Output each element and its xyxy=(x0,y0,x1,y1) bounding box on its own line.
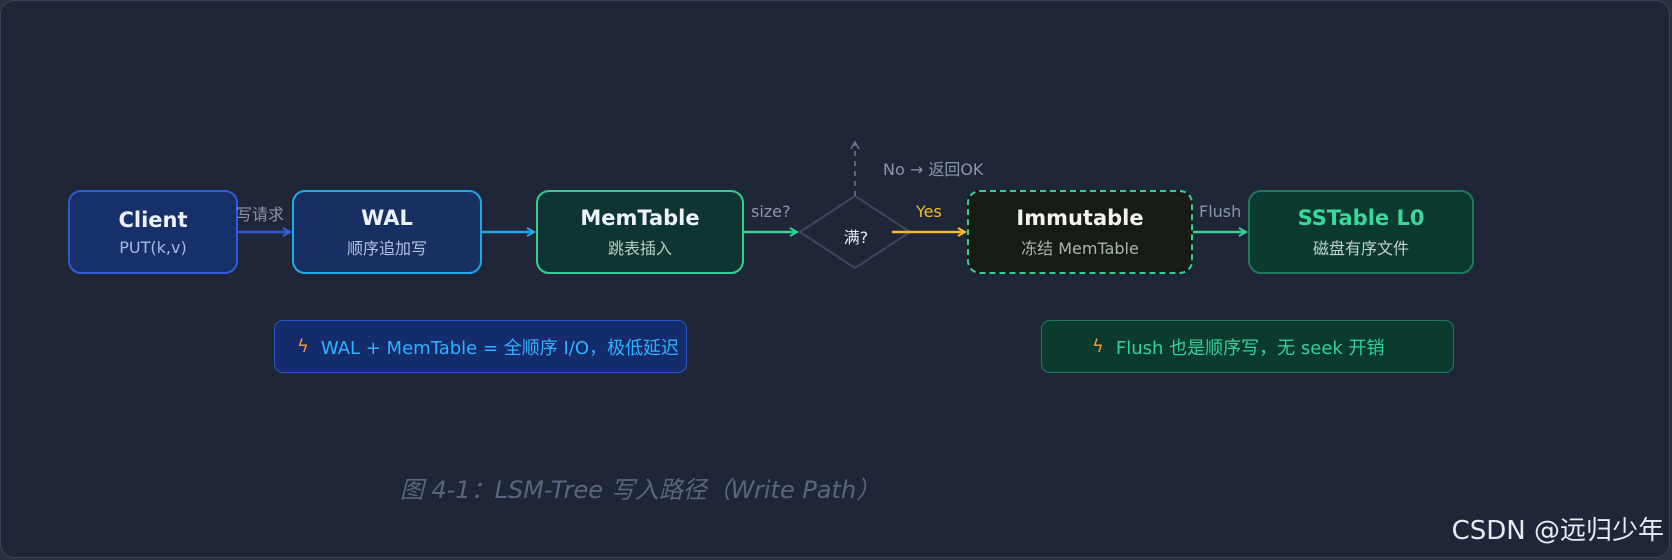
client-title: Client xyxy=(118,208,188,233)
edge-label-size: size? xyxy=(751,202,791,221)
sstable-node: SSTable L0 磁盘有序文件 xyxy=(1248,190,1474,274)
note-sequential-io: ϟ WAL + MemTable = 全顺序 I/O，极低延迟 xyxy=(274,320,687,373)
memtable-title: MemTable xyxy=(580,205,700,230)
lightning-icon: ϟ xyxy=(297,336,309,357)
decision-diamond xyxy=(798,194,912,270)
sstable-subtitle: 磁盘有序文件 xyxy=(1312,239,1409,259)
immutable-node: Immutable 冻结 MemTable xyxy=(967,190,1193,274)
immutable-title: Immutable xyxy=(1016,205,1144,230)
lightning-icon: ϟ xyxy=(1092,336,1104,357)
edge-label-no-return-ok: No → 返回OK xyxy=(883,160,984,179)
sstable-title: SSTable L0 xyxy=(1297,205,1425,230)
note-left-text: WAL + MemTable = 全顺序 I/O，极低延迟 xyxy=(320,337,680,359)
immutable-subtitle: 冻结 MemTable xyxy=(1021,239,1139,259)
watermark: CSDN @远归少年 xyxy=(1451,516,1664,546)
decision-label: 满? xyxy=(843,228,869,247)
memtable-subtitle: 跳表插入 xyxy=(607,239,672,259)
note-right-text: Flush 也是顺序写，无 seek 开销 xyxy=(1115,337,1385,359)
client-subtitle: PUT(k,v) xyxy=(119,237,187,257)
note-flush-sequential: ϟ Flush 也是顺序写，无 seek 开销 xyxy=(1041,320,1454,373)
edge-label-flush: Flush xyxy=(1199,202,1242,221)
wal-subtitle: 顺序追加写 xyxy=(346,239,427,259)
wal-node: WAL 顺序追加写 xyxy=(292,190,482,274)
figure-caption: 图 4-1：LSM-Tree 写入路径（Write Path） xyxy=(399,476,881,504)
memtable-node: MemTable 跳表插入 xyxy=(536,190,744,274)
edge-label-yes: Yes xyxy=(916,202,942,221)
wal-title: WAL xyxy=(361,205,413,230)
edge-label-write-request: 写请求 xyxy=(236,205,285,224)
client-node: Client PUT(k,v) xyxy=(68,190,238,274)
